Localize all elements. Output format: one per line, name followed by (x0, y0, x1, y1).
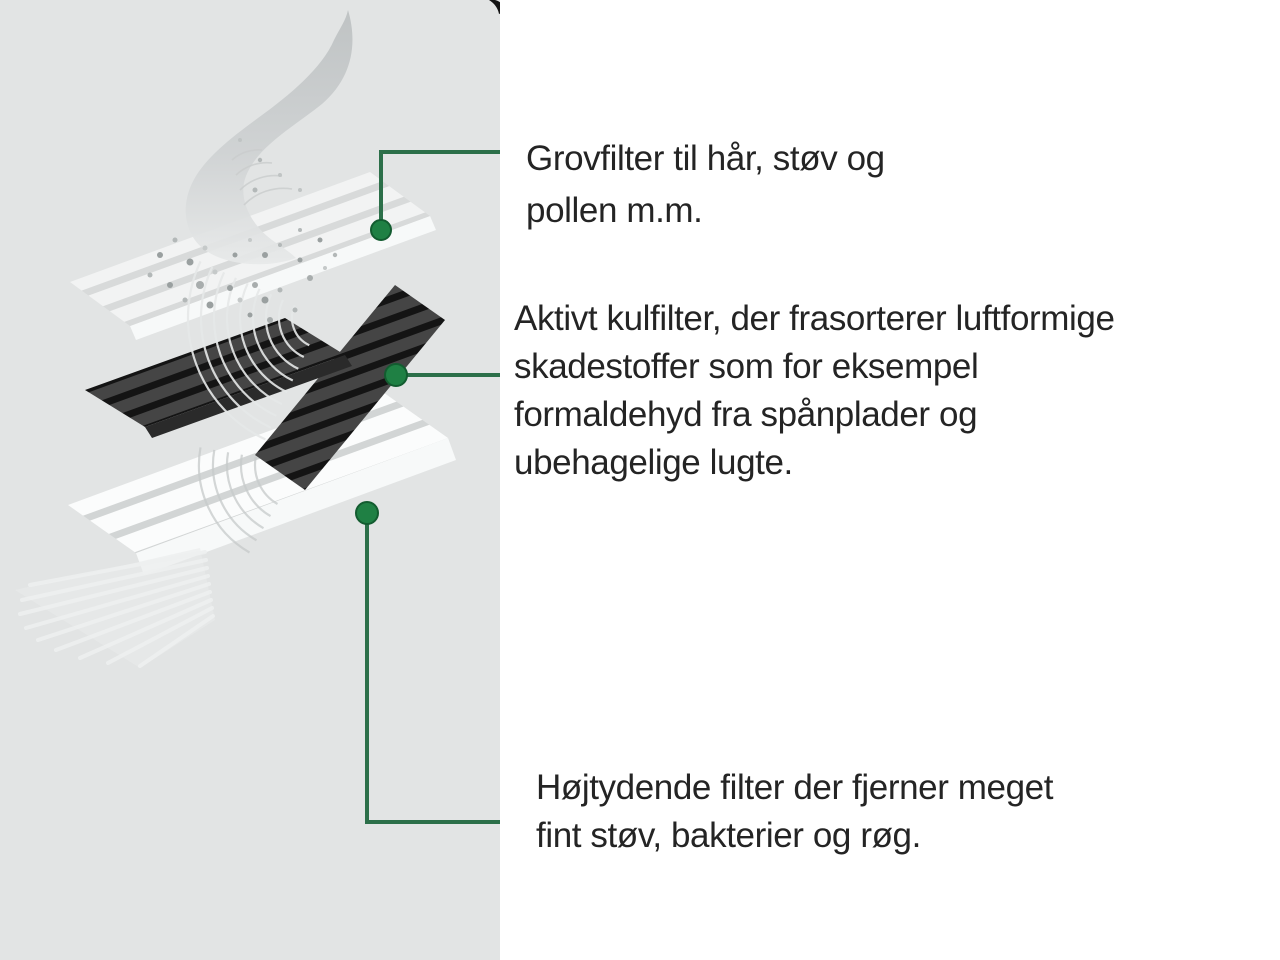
fan-sheets (15, 548, 215, 668)
grovfilter-front-edge (130, 216, 436, 340)
smoke-plume-shape (185, 10, 353, 265)
illustration-panel (0, 0, 506, 960)
label-hepa: Højtydende filter der fjerner meget fint… (536, 768, 1054, 855)
callout-connectors (355, 150, 506, 824)
connector-line-hepa (365, 520, 506, 824)
label-grovfilter: Grovfilter til hår, støv og pollen m.m. (526, 139, 885, 230)
connector-dot-hepa-icon (355, 501, 379, 525)
kulfilter-right-arm (255, 285, 445, 490)
connector-line-grovfilter (379, 150, 506, 226)
connector-dot-grovfilter-icon (370, 219, 392, 241)
filter-illustration (0, 0, 506, 960)
airflow-arcs-lower (197, 447, 279, 554)
hepa-front-edge (136, 438, 456, 575)
airflow-arcs-upper (186, 260, 310, 441)
particle-dots (147, 138, 338, 323)
label-kulfilter: Aktivt kulfilter, der frasorterer luftfo… (514, 299, 1115, 482)
connector-dot-kulfilter-icon (384, 363, 408, 387)
